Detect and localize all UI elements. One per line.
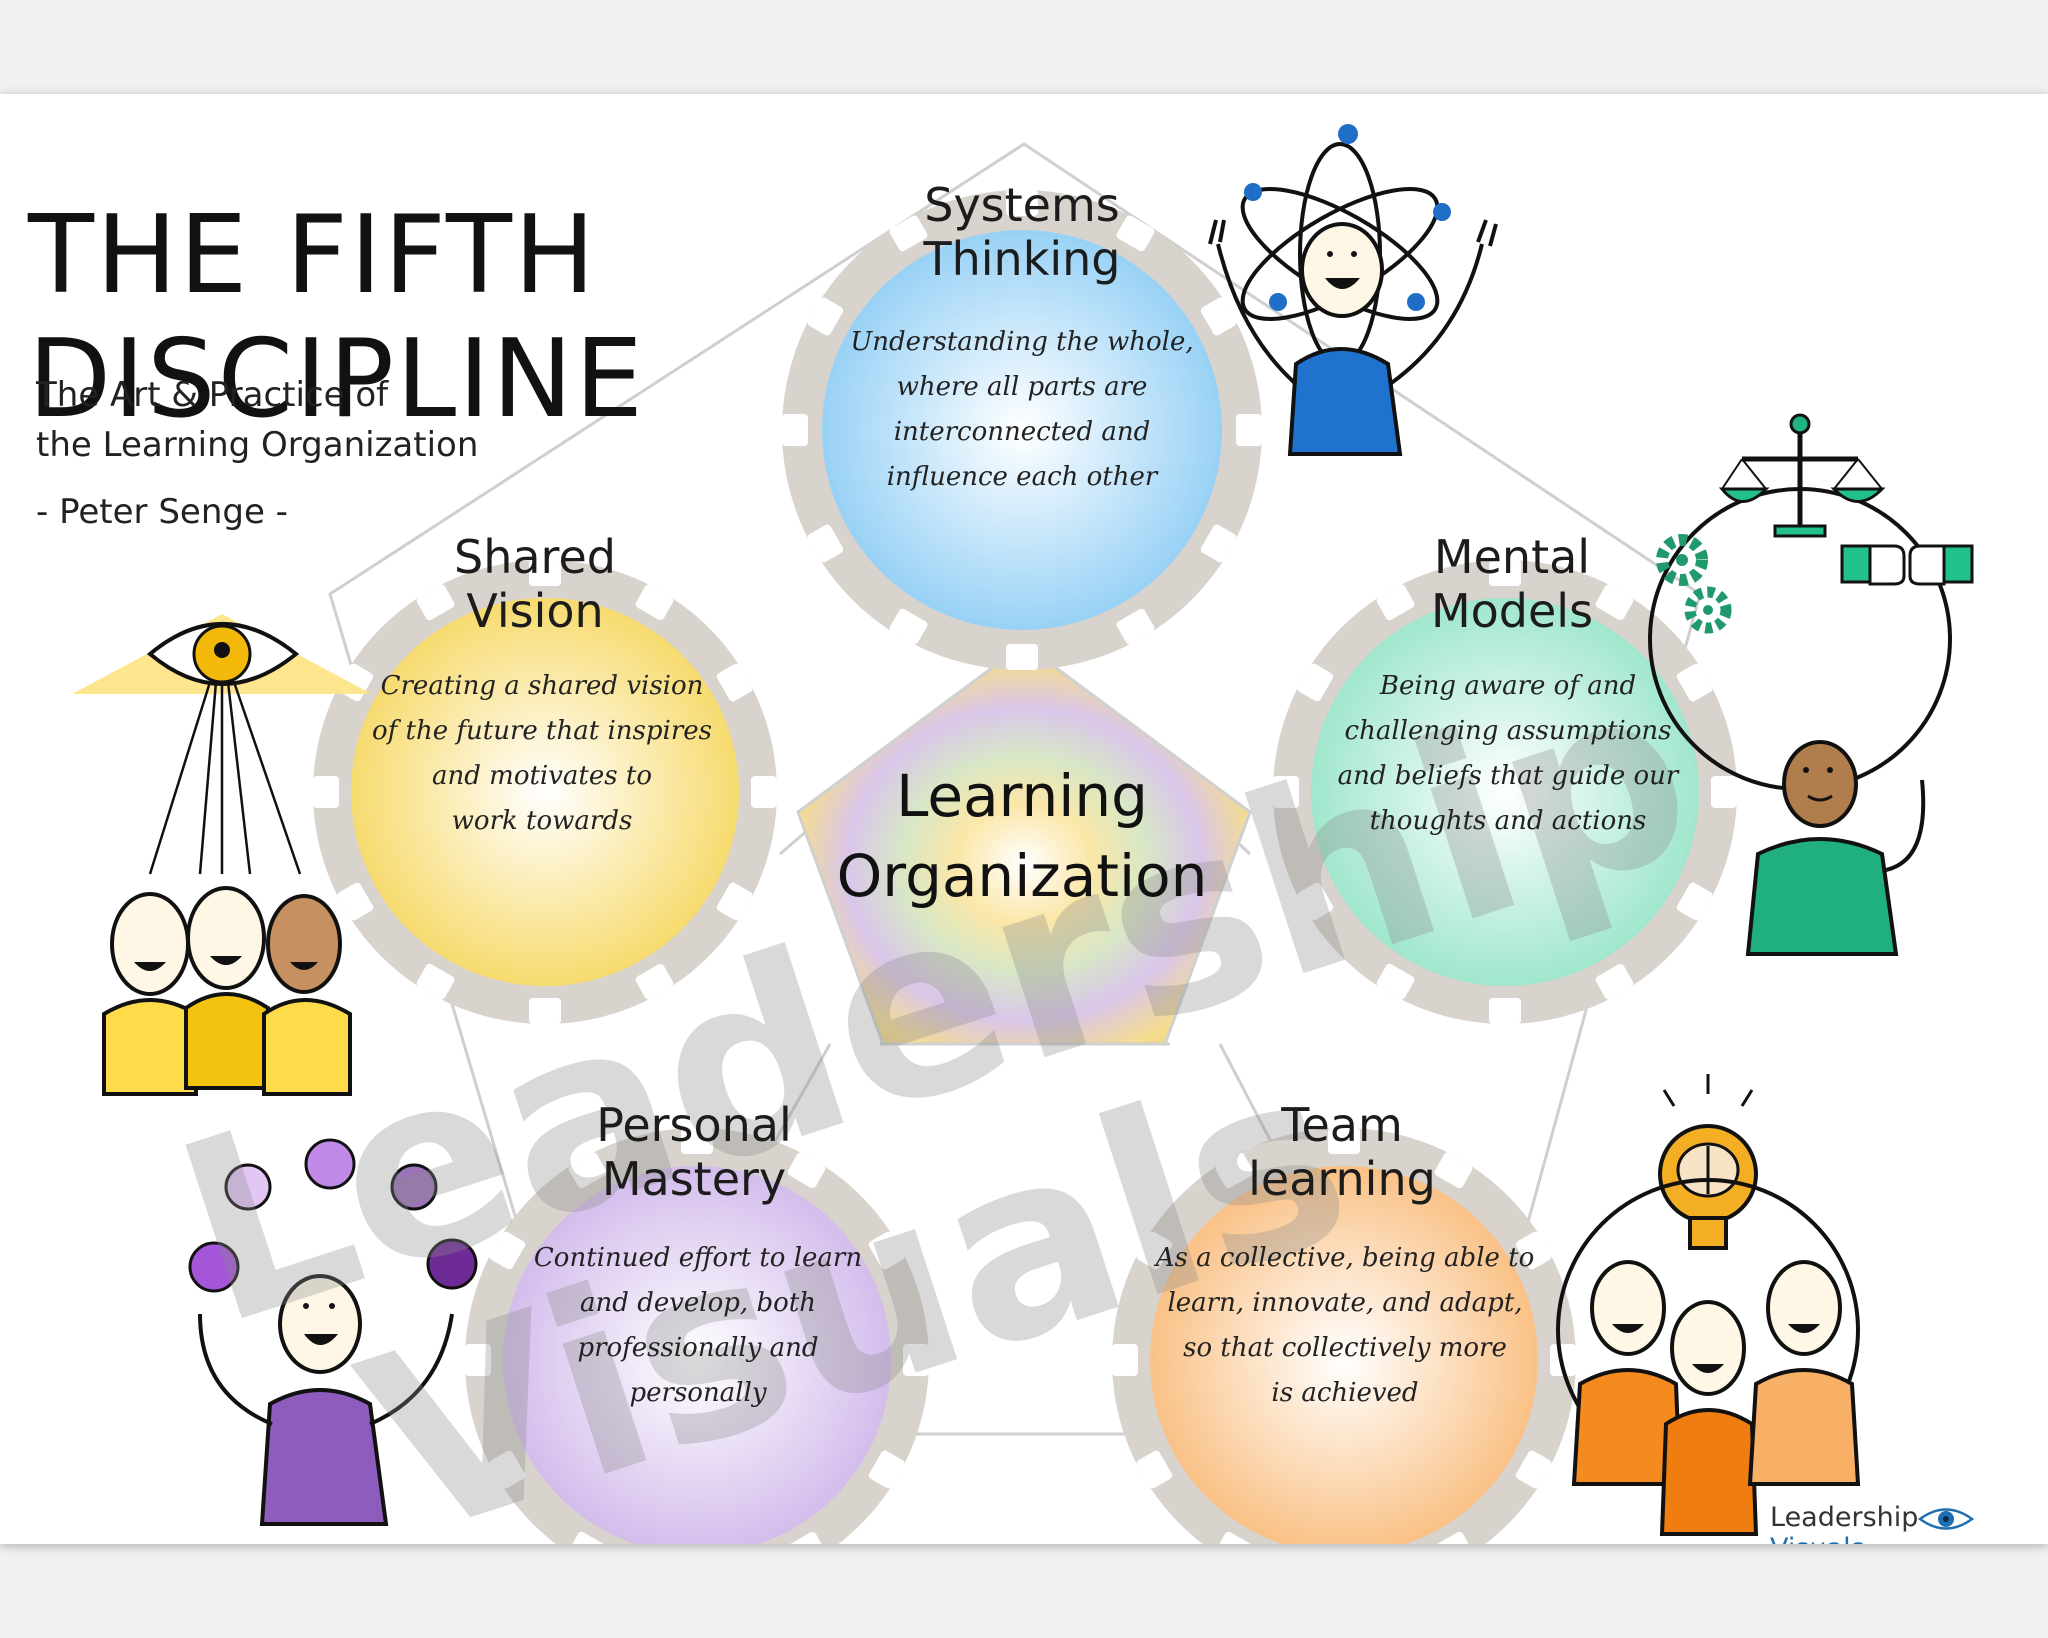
mental-desc-line: thoughts and actions bbox=[1369, 806, 1647, 836]
mastery-desc-line: personally bbox=[629, 1378, 767, 1408]
vision-desc-line: work towards bbox=[451, 806, 633, 836]
systems-thinking-description: Understanding the whole, where all parts… bbox=[832, 320, 1212, 500]
mental-desc-line: and beliefs that guide our bbox=[1337, 761, 1679, 791]
gear-systems-thinking bbox=[782, 190, 1262, 670]
mental-models-illustration bbox=[1648, 413, 1974, 956]
page-title: THE FIFTH DISCIPLINE bbox=[28, 194, 645, 442]
systems-desc-line: Understanding the whole, bbox=[850, 327, 1194, 357]
infographic-sheet: Leadership Visuals THE FIFTH DISCIPLINE … bbox=[0, 94, 2048, 1544]
mastery-title-line-2: Mastery bbox=[601, 1152, 787, 1206]
systems-title-line-2: Thinking bbox=[923, 232, 1121, 286]
shared-vision-illustration bbox=[72, 614, 372, 1096]
center-line-2: Organization bbox=[836, 842, 1208, 910]
mental-desc-line: challenging assumptions bbox=[1344, 716, 1672, 746]
shared-vision-description: Creating a shared vision of the future t… bbox=[352, 664, 732, 844]
title-line-2: DISCIPLINE bbox=[28, 317, 646, 442]
team-learning-description: As a collective, being able to learn, in… bbox=[1150, 1236, 1540, 1416]
mastery-desc-line: Continued effort to learn bbox=[533, 1243, 863, 1273]
systems-title-line-1: Systems bbox=[924, 178, 1120, 232]
personal-mastery-description: Continued effort to learn and develop, b… bbox=[508, 1236, 888, 1416]
vision-desc-line: Creating a shared vision bbox=[380, 671, 704, 701]
team-desc-line: so that collectively more bbox=[1183, 1333, 1507, 1363]
gear-personal-mastery bbox=[465, 1128, 929, 1544]
team-title-line-1: Team bbox=[1281, 1098, 1403, 1152]
subtitle-line-2: the Learning Organization bbox=[36, 425, 479, 465]
center-pentagon bbox=[796, 642, 1252, 1046]
mental-title-line-1: Mental bbox=[1433, 530, 1591, 584]
center-label: Learning Organization bbox=[812, 756, 1232, 916]
vision-title-line-2: Vision bbox=[466, 584, 604, 638]
gear-mental-models bbox=[1273, 560, 1737, 1024]
mental-title-line-2: Models bbox=[1430, 584, 1594, 638]
team-desc-line: As a collective, being able to bbox=[1155, 1243, 1535, 1273]
team-learning-title: Team learning bbox=[1152, 1098, 1532, 1206]
systems-thinker-illustration bbox=[1208, 124, 1498, 456]
subtitle-line-1: The Art & Practice of bbox=[36, 375, 389, 415]
center-line-1: Learning bbox=[896, 762, 1148, 830]
mastery-title-line-1: Personal bbox=[596, 1098, 792, 1152]
title-line-1: THE FIFTH bbox=[28, 193, 598, 318]
brand-part-1: Leadership bbox=[1770, 1502, 1919, 1533]
vision-title-line-1: Shared bbox=[454, 530, 616, 584]
gear-team-learning bbox=[1112, 1128, 1576, 1544]
page-subtitle: The Art & Practice of the Learning Organ… bbox=[36, 370, 478, 470]
brand-part-2: Visuals bbox=[1770, 1533, 1865, 1544]
personal-mastery-title: Personal Mastery bbox=[504, 1098, 884, 1206]
vision-desc-line: of the future that inspires bbox=[372, 716, 712, 746]
team-title-line-2: learning bbox=[1248, 1152, 1436, 1206]
vision-desc-line: and motivates to bbox=[432, 761, 652, 791]
diagram-canvas: Leadership Visuals bbox=[72, 124, 1974, 1544]
mental-models-title: Mental Models bbox=[1322, 530, 1702, 638]
systems-desc-line: where all parts are bbox=[896, 372, 1148, 402]
systems-desc-line: interconnected and bbox=[893, 417, 1151, 447]
outer-pentagon bbox=[328, 142, 1702, 1436]
team-learning-illustration bbox=[1556, 1074, 1861, 1536]
gear-shared-vision bbox=[313, 560, 777, 1024]
mastery-desc-line: professionally and bbox=[577, 1333, 819, 1363]
personal-mastery-illustration bbox=[188, 1138, 478, 1526]
team-desc-line: is achieved bbox=[1271, 1378, 1419, 1408]
mental-models-description: Being aware of and challenging assumptio… bbox=[1318, 664, 1698, 844]
author: - Peter Senge - bbox=[36, 492, 288, 532]
eye-icon bbox=[1918, 1507, 1975, 1530]
team-desc-line: learn, innovate, and adapt, bbox=[1167, 1288, 1523, 1318]
systems-desc-line: influence each other bbox=[886, 462, 1158, 492]
mastery-desc-line: and develop, both bbox=[580, 1288, 816, 1318]
mental-desc-line: Being aware of and bbox=[1379, 671, 1637, 701]
shared-vision-title: Shared Vision bbox=[345, 530, 725, 638]
systems-thinking-title: Systems Thinking bbox=[832, 178, 1212, 286]
